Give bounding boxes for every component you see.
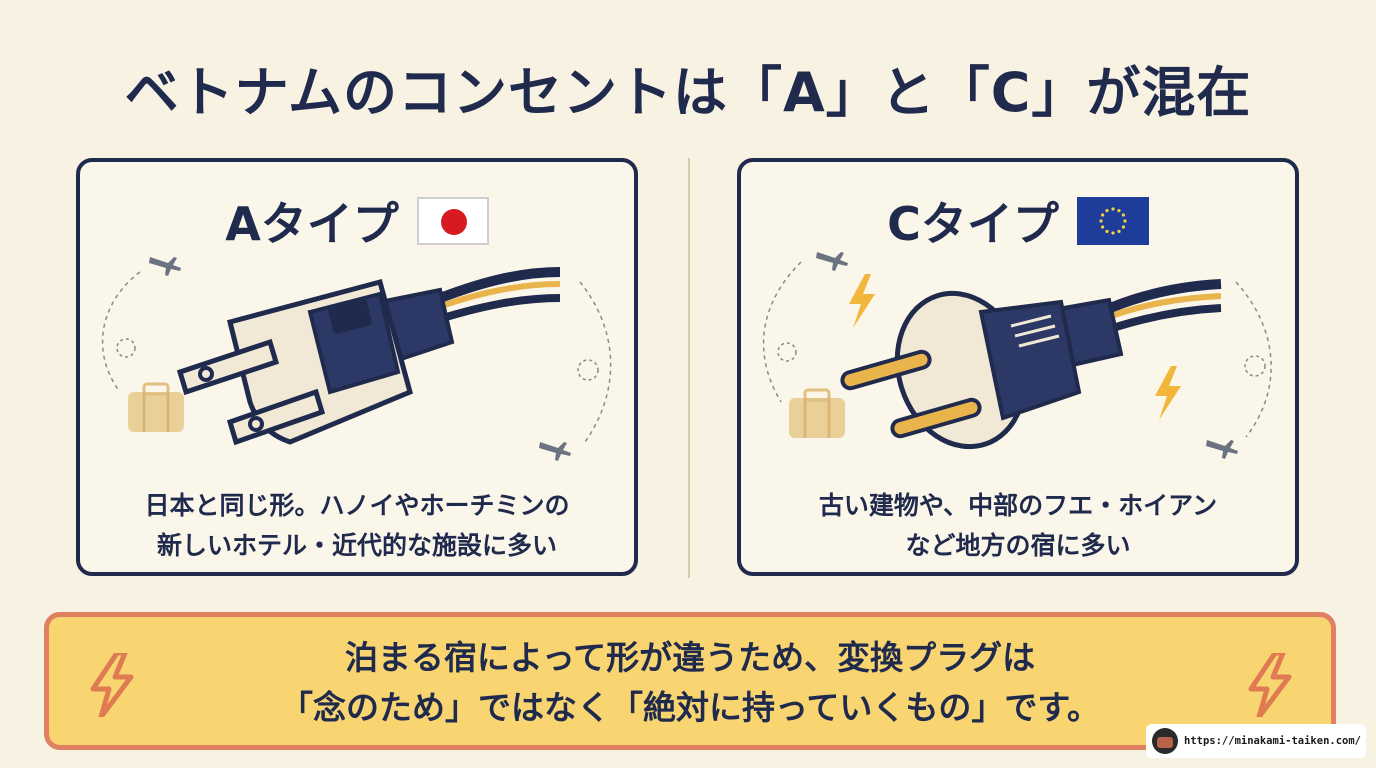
card-desc-c-line1: 古い建物や、中部のフエ・ホイアン: [818, 491, 1218, 520]
card-heading-a: Aタイプ: [225, 197, 399, 251]
site-url: https://minakami-taiken.com/: [1184, 735, 1362, 747]
lightning-icon: [90, 653, 134, 717]
note-line1: 泊まる宿によって形が違うため、変換プラグは: [344, 638, 1036, 677]
site-watermark: https://minakami-taiken.com/: [1146, 724, 1366, 758]
prong-c-2: [890, 397, 982, 439]
card-heading-c: Cタイプ: [887, 197, 1059, 251]
card-desc-c-line2: など地方の宿に多い: [905, 531, 1131, 560]
center-divider: [688, 158, 690, 578]
airplane-icon: [149, 257, 181, 276]
note-line2: 「念のため」ではなく「絶対に持っていくもの」です。: [279, 688, 1101, 727]
card-desc-a: 日本と同じ形。ハノイやホーチミンの 新しいホテル・近代的な施設に多い: [80, 486, 634, 566]
type-a-plug-illustration: [101, 257, 612, 461]
airplane-icon: [816, 252, 848, 271]
airplane-icon: [1206, 440, 1238, 459]
card-type-c: Cタイプ: [737, 158, 1299, 576]
suitcase-icon: [789, 388, 845, 438]
lightning-icon: [1155, 366, 1181, 420]
note-text: 泊まる宿によって形が違うため、変換プラグは 「念のため」ではなく「絶対に持ってい…: [49, 633, 1331, 733]
site-avatar-icon: [1152, 728, 1178, 754]
lightning-icon: [1248, 653, 1292, 717]
note-box: 泊まる宿によって形が違うため、変換プラグは 「念のため」ではなく「絶対に持ってい…: [44, 612, 1336, 750]
airplane-icon: [539, 442, 571, 461]
type-c-plug-illustration: [762, 252, 1272, 459]
card-desc-a-line1: 日本と同じ形。ハノイやホーチミンの: [144, 491, 570, 520]
card-title-c: Cタイプ: [741, 188, 1295, 254]
card-title-a: Aタイプ: [80, 188, 634, 254]
card-desc-a-line2: 新しいホテル・近代的な施設に多い: [156, 531, 557, 560]
prong-c-1: [840, 349, 932, 391]
eu-flag-icon: [1076, 197, 1149, 245]
lightning-icon: [849, 274, 875, 328]
card-desc-c: 古い建物や、中部のフエ・ホイアン など地方の宿に多い: [741, 486, 1295, 566]
japan-flag-icon: [416, 197, 489, 245]
page-title: ベトナムのコンセントは「A」と「C」が混在: [124, 61, 1252, 124]
prong-a-2: [226, 388, 326, 446]
card-type-a: Aタイプ: [76, 158, 638, 576]
suitcase-icon: [128, 382, 184, 432]
prong-a-1: [176, 338, 280, 396]
